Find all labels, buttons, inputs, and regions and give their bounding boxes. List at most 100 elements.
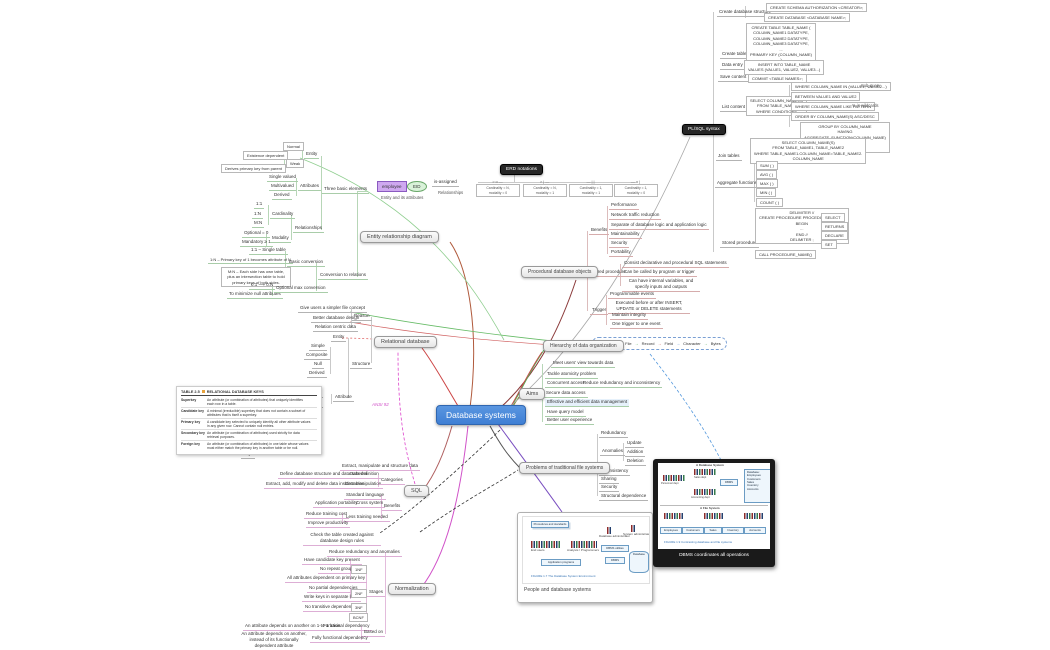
norm-2nf-item[interactable]: Write keys in separate lines <box>302 594 361 602</box>
proc-benefit[interactable]: Separate of database logic and applicati… <box>609 222 709 230</box>
erd-conv-item[interactable]: 1:N – Primary key of 1 becomes attribute… <box>208 257 293 265</box>
erd-attributes-label[interactable]: Attributes <box>298 183 322 191</box>
aims-item[interactable]: Have query model <box>545 409 586 417</box>
aims-concurrent-note[interactable]: Reduce redundancy and inconsistency <box>581 380 663 388</box>
proc-trigger-item[interactable]: Programmable events <box>608 291 657 299</box>
erd-notation-card[interactable]: >|— Cardinality = N, modality = 1 <box>523 179 567 198</box>
erd-entity-label[interactable]: Entity <box>304 151 320 159</box>
erd-opt-item[interactable]: To minimize null attributes <box>227 291 283 299</box>
problems-anomalies-label[interactable]: Anomalies <box>600 448 626 456</box>
aims-item[interactable]: Better user experience <box>545 417 595 425</box>
proc-trigger-label[interactable]: Trigger <box>590 307 609 315</box>
erd-card-item[interactable]: 1:N <box>252 211 264 219</box>
erd-opt-item[interactable]: 0:1 ⟶ 0:N <box>249 282 276 290</box>
proc-sp-item[interactable]: Can have internal variables, and specify… <box>622 278 700 292</box>
plsql-sp-keyword[interactable]: SELECT <box>821 213 845 223</box>
plsql-create-database[interactable]: CREATE DATABASE <DATABASE NAME>; <box>764 13 851 23</box>
plsql-join-code[interactable]: SELECT COLUMN_NAME(S) FROM TABLE_NAME1, … <box>750 138 867 164</box>
norm-1nf-item[interactable]: No repeat groups <box>318 566 357 574</box>
plsql-create-table-code[interactable]: CREATE TABLE TABLE_NAME ( COLUMN_NAME1 D… <box>746 23 817 65</box>
proc-benefit[interactable]: Portability <box>609 249 633 257</box>
sql-dm-note[interactable]: Extract, add, modify and delete data ins… <box>264 481 367 489</box>
proc-trigger-item[interactable]: Maintain integrity <box>610 312 649 320</box>
erd-conv-item[interactable]: 1:1 – Single table <box>249 247 288 255</box>
norm-fd-label[interactable]: Functional dependency <box>321 623 372 631</box>
problems-redundancy[interactable]: Redundancy <box>599 430 629 438</box>
erd-notation-card[interactable]: —|| Cardinality = 1, modality = 1 <box>569 179 613 198</box>
sql-cross-label[interactable]: Cross system <box>354 500 386 508</box>
hierarchy-topic[interactable]: Hierarchy of data organization <box>543 340 624 352</box>
erd-attr-item[interactable]: Multivalued <box>269 183 296 191</box>
rel-attribute-label[interactable]: Attribute <box>333 394 354 402</box>
plsql-order-by[interactable]: ORDER BY COLUMN_NAME(S) ASC/DESC <box>791 112 879 122</box>
erd-entity-weak[interactable]: Weak <box>286 159 305 169</box>
plsql-agg-fn[interactable]: SUM ( ) <box>756 161 778 171</box>
plsql-data-entry-label[interactable]: Data entry <box>720 62 745 70</box>
plsql-agg-fn[interactable]: MIN ( ) <box>756 188 777 198</box>
plsql-call-code[interactable]: CALL PROCEDURE_NAME() <box>755 250 816 260</box>
erd-example-relationship[interactable]: is-assigned <box>432 179 459 187</box>
problems-anomaly[interactable]: Deletion <box>625 458 646 466</box>
rel-attr-type[interactable]: Derived <box>307 370 327 378</box>
erd-entity-normal[interactable]: Normal <box>283 142 304 152</box>
sql-categories-label[interactable]: Categories <box>379 477 405 485</box>
norm-2nf[interactable]: 2NF <box>351 589 367 599</box>
plsql-sp-keyword[interactable]: SET <box>821 240 837 250</box>
erd-basic-conversion-label[interactable]: Basic conversion <box>287 259 326 267</box>
rel-reason-label[interactable]: Reason <box>352 313 372 321</box>
plsql-aggregate-label[interactable]: Aggregate functions <box>715 180 760 188</box>
norm-1nf[interactable]: 1NF <box>351 565 367 575</box>
norm-ffd-note[interactable]: An attribute depends on another, instead… <box>237 631 311 650</box>
norm-rule[interactable]: Check the table created against database… <box>303 532 381 546</box>
plsql-insert-code[interactable]: INSERT INTO TABLE_NAME VALUES (VALUE1, V… <box>744 60 825 75</box>
erd-weak-item[interactable]: Existence dependent <box>243 151 289 161</box>
plsql-topic[interactable]: PL/SQL syntax <box>682 124 726 135</box>
rel-attr-type[interactable]: Null <box>312 361 324 369</box>
plsql-between[interactable]: BETWEEN VALUE1 AND VALUE2 <box>791 92 861 102</box>
erd-attr-item[interactable]: Derived <box>272 192 292 200</box>
plsql-agg-fn[interactable]: COUNT ( ) <box>756 198 784 208</box>
rel-reason-item[interactable]: Relation centric data <box>313 324 359 332</box>
proc-trigger-item[interactable]: Executed before or after INSERT, UPDATE … <box>608 300 690 314</box>
rel-attr-type[interactable]: Simple <box>309 343 327 351</box>
plsql-create-schema[interactable]: CREATE SCHEMA AUTHORIZATION <CREATOR>; <box>766 3 868 13</box>
problems-item[interactable]: Security <box>599 484 620 492</box>
rel-structure-label[interactable]: Structure <box>350 361 373 369</box>
erd-conv-item[interactable]: M:N – Each side has own table, plus an i… <box>221 267 291 288</box>
sql-dd-label[interactable]: Data definition <box>348 471 381 479</box>
root-node[interactable]: Database systems <box>436 405 526 425</box>
plsql-like[interactable]: WHERE COLUMN_NAME LIKE PATTERN <box>791 102 876 112</box>
aims-item[interactable]: Tackle atomicity problem <box>545 371 599 379</box>
erd-notation-card[interactable]: —o| Cardinality = 1, modality = 0 <box>614 179 658 198</box>
erd-example-attribute-ellipse[interactable]: EID <box>407 181 427 192</box>
plsql-list-content-label[interactable]: List content <box>720 104 748 112</box>
sql-cross-note[interactable]: Application portability <box>313 500 360 508</box>
erd-card-item[interactable]: 1:1 <box>254 201 265 209</box>
norm-3nf[interactable]: 3NF <box>351 603 367 613</box>
norm-bcnf[interactable]: BCNF <box>349 613 368 623</box>
plsql-agg-fn[interactable]: MAX ( ) <box>756 179 778 189</box>
aims-topic[interactable]: Aims <box>519 388 546 400</box>
proc-benefit[interactable]: Security <box>609 240 630 248</box>
erd-modality-label[interactable]: Modality <box>270 235 291 243</box>
erd-mod-item[interactable]: Mandatory ≥ 1 <box>240 239 273 247</box>
plsql-agg-fn[interactable]: AVG ( ) <box>756 170 778 180</box>
plsql-create-structure-label[interactable]: Create database structure <box>717 9 774 17</box>
plsql-create-table-label[interactable]: Create table <box>720 51 749 59</box>
aims-item[interactable]: Effective and efficient data management <box>545 399 630 407</box>
plsql-where-in[interactable]: WHERE COLUMN_NAME IN (VALUE1, VALUE2...) <box>791 82 891 92</box>
norm-2nf-item[interactable]: No partial dependencies <box>307 585 360 593</box>
erd-optional-conversion-label[interactable]: Optional max conversion <box>274 285 328 293</box>
norm-fd-note[interactable]: An attribute depends on another on 1-to-… <box>243 623 343 631</box>
plsql-sp-label[interactable]: Stored procedure <box>720 240 759 248</box>
proc-sp-item[interactable]: Can be called by program or trigger <box>622 269 697 277</box>
problems-topic[interactable]: Problems of traditional file systems <box>519 462 611 474</box>
norm-ffd-label[interactable]: Fully functional dependency <box>310 635 370 643</box>
people-right-figure[interactable]: A Database System Personnel dept Sales d… <box>653 459 775 567</box>
proc-sp-item[interactable]: Consist declarative and procedural SQL s… <box>622 260 729 268</box>
people-left-figure[interactable]: Procedures and standards End users Analy… <box>517 512 653 603</box>
erd-attr-item[interactable]: Single valued <box>267 174 299 182</box>
norm-1nf-item[interactable]: Have candidate key present <box>302 557 362 565</box>
erd-notation-card[interactable]: >o— Cardinality = N, modality = 0 <box>476 179 520 198</box>
